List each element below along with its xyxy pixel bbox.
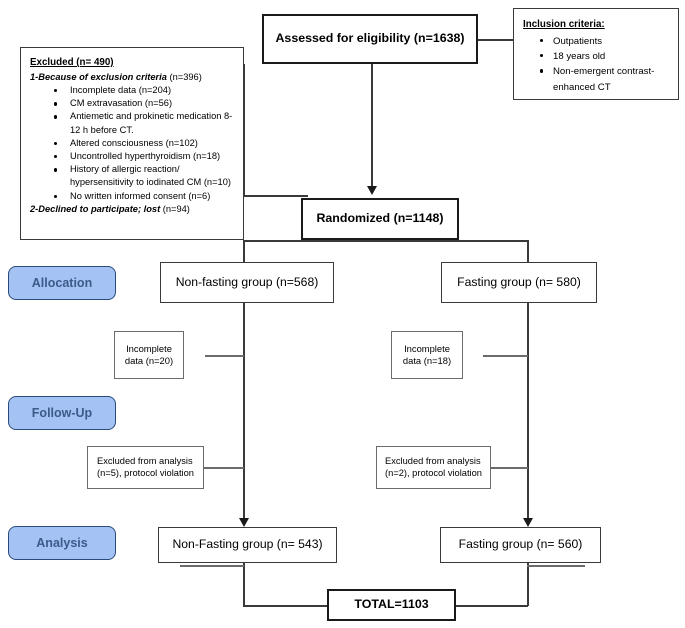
incomplete-right-line2: data (n=18) <box>402 355 452 366</box>
node-total-label: TOTAL=1103 <box>354 597 429 612</box>
stage-label-analysis: Analysis <box>8 526 116 560</box>
connector-exclusion-to-stem <box>243 195 308 197</box>
node-non-fasting-analyzed: Non-Fasting group (n= 543) <box>158 527 337 563</box>
node-fasting-analyzed: Fasting group (n= 560) <box>440 527 601 563</box>
node-non-fasting-allocated: Non-fasting group (n=568) <box>160 262 334 303</box>
exclusion-panel-subtitle: 1-Because of exclusion criteria (n=396) <box>30 71 236 84</box>
connector-bottom-rail-left <box>180 565 244 567</box>
node-non-fasting-analyzed-label: Non-Fasting group (n= 543) <box>172 537 323 552</box>
connector-bottom-rail-right <box>527 565 585 567</box>
incomplete-left-line1: Incomplete <box>126 343 172 355</box>
arrow-right-to-analysis <box>523 518 533 527</box>
inclusion-item: Non-emergent contrast-enhanced CT <box>540 64 671 95</box>
inclusion-item: 18 years old <box>540 49 671 64</box>
stage-analysis-text: Analysis <box>36 536 88 550</box>
stage-allocation-text: Allocation <box>31 276 93 290</box>
exclusion-item-list: Incomplete data (n=204) CM extravasation… <box>30 84 236 203</box>
exclusion-item: Antiemetic and prokinetic medication 8-1… <box>54 110 236 136</box>
exclusion-subtitle-italic: 1-Because of exclusion criteria <box>30 71 167 82</box>
incomplete-left-line2: data (n=20) <box>124 355 174 366</box>
node-fasting-allocated: Fasting group (n= 580) <box>441 262 597 303</box>
node-incomplete-data-left: Incomplete data (n=20) <box>114 331 184 379</box>
stage-label-follow-up: Follow-Up <box>8 396 116 430</box>
excluded-right-line1: Excluded from analysis <box>385 455 481 466</box>
node-incomplete-data-right-label: Incomplete data (n=18) <box>397 341 457 369</box>
excluded-right-line2: (n=2), protocol violation <box>385 467 482 478</box>
node-incomplete-data-right: Incomplete data (n=18) <box>391 331 463 379</box>
exclusion-item: CM extravasation (n=56) <box>54 97 236 110</box>
node-total: TOTAL=1103 <box>327 589 456 621</box>
excluded-left-line2: (n=5), protocol violation <box>97 467 194 478</box>
exclusion-item: Incomplete data (n=204) <box>54 84 236 97</box>
node-randomized: Randomized (n=1148) <box>301 198 459 240</box>
exclusion-item: No written informed consent (n=6) <box>54 190 236 203</box>
exclusion-item: Altered consciousness (n=102) <box>54 137 236 150</box>
exclusion-item: History of allergic reaction/ hypersensi… <box>54 163 236 189</box>
inclusion-item-list: Outpatients 18 years old Non-emergent co… <box>523 34 671 95</box>
arrow-to-randomized <box>367 186 377 195</box>
node-assessed-label: Assessed for eligibility (n=1638) <box>275 31 465 46</box>
node-excluded-analysis-left-label: Excluded from analysis (n=5), protocol v… <box>91 454 200 481</box>
excluded-left-line1: Excluded from analysis <box>97 455 193 466</box>
node-assessed-for-eligibility: Assessed for eligibility (n=1638) <box>262 14 478 64</box>
exclusion-footer-italic: 2-Declined to participate; lost <box>30 203 161 214</box>
connector-left-trunk <box>243 302 245 524</box>
connector-split-left <box>243 240 245 263</box>
exclusion-panel-body: Excluded (n= 490) 1-Because of exclusion… <box>21 48 243 222</box>
connector-right-final-down <box>527 563 529 606</box>
connector-left-to-total <box>243 605 328 607</box>
incomplete-right-line1: Incomplete <box>404 343 450 355</box>
inclusion-item: Outpatients <box>540 34 671 49</box>
node-excluded-analysis-right: Excluded from analysis (n=2), protocol v… <box>376 446 491 489</box>
arrow-left-to-analysis <box>239 518 249 527</box>
node-non-fasting-allocated-label: Non-fasting group (n=568) <box>175 274 319 289</box>
connector-right-trunk <box>527 302 529 524</box>
connector-split-right <box>527 240 529 263</box>
exclusion-criteria-panel: Excluded (n= 490) 1-Because of exclusion… <box>20 47 244 240</box>
connector-left-incomplete-stub <box>205 355 244 357</box>
exclusion-panel-footer: 2-Declined to participate; lost (n=94) <box>30 203 236 216</box>
inclusion-panel-title: Inclusion criteria: <box>523 19 605 30</box>
connector-randomized-split <box>243 240 528 242</box>
connector-right-to-total <box>455 605 528 607</box>
stage-follow-up-text: Follow-Up <box>31 406 93 420</box>
node-excluded-analysis-right-label: Excluded from analysis (n=2), protocol v… <box>379 454 488 481</box>
exclusion-item: Uncontrolled hyperthyroidism (n=18) <box>54 150 236 163</box>
node-randomized-label: Randomized (n=1148) <box>316 211 444 226</box>
node-incomplete-data-left-label: Incomplete data (n=20) <box>119 341 179 369</box>
connector-right-incomplete-stub <box>483 355 528 357</box>
exclusion-subtitle-count: (n=396) <box>166 71 202 82</box>
exclusion-footer-count: (n=94) <box>160 203 190 214</box>
connector-left-final-down <box>243 563 245 606</box>
inclusion-criteria-panel: Inclusion criteria: Outpatients 18 years… <box>513 8 679 100</box>
node-excluded-analysis-left: Excluded from analysis (n=5), protocol v… <box>87 446 204 489</box>
connector-left-excluded-stub <box>202 467 244 469</box>
inclusion-panel-body: Inclusion criteria: Outpatients 18 years… <box>514 9 678 99</box>
node-fasting-allocated-label: Fasting group (n= 580) <box>457 274 581 289</box>
connector-assessed-to-inclusion <box>477 39 513 41</box>
connector-right-excluded-stub <box>490 467 528 469</box>
connector-assessed-to-randomized <box>371 64 373 188</box>
node-fasting-analyzed-label: Fasting group (n= 560) <box>458 537 583 552</box>
exclusion-panel-title: Excluded (n= 490) <box>30 57 114 68</box>
stage-label-allocation: Allocation <box>8 266 116 300</box>
